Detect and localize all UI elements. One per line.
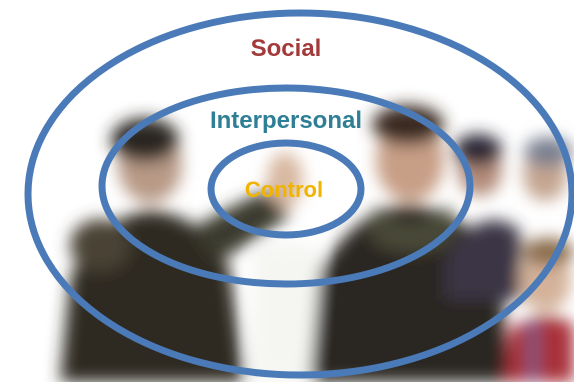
control-label: Control xyxy=(245,177,323,202)
interpersonal-ring xyxy=(98,84,474,288)
social-ring xyxy=(24,9,574,379)
social-label: Social xyxy=(251,35,322,62)
control-ring xyxy=(207,139,365,239)
interpersonal-label: Interpersonal xyxy=(210,107,362,134)
